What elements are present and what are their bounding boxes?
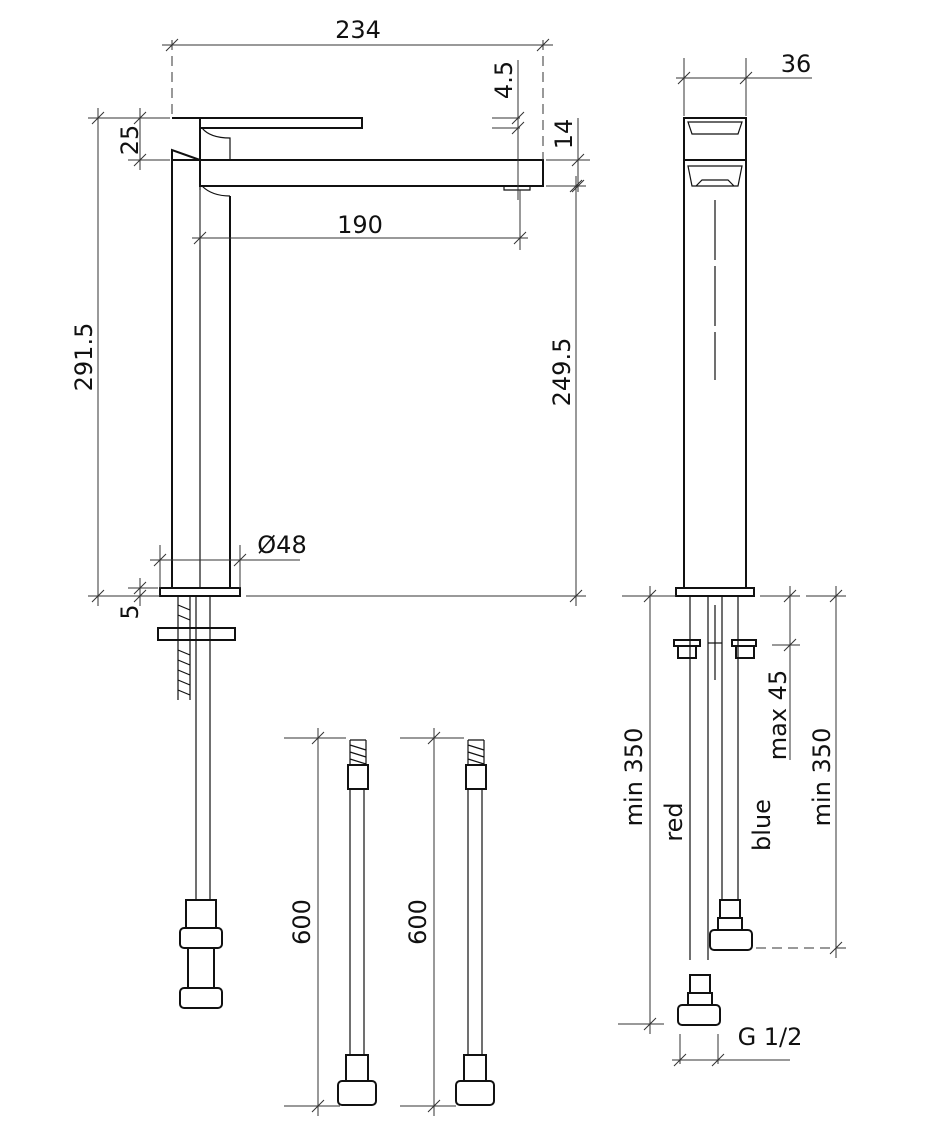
- threaded-rod: [177, 596, 191, 700]
- aerator: [503, 186, 531, 191]
- dim-thread: G 1/2: [738, 1023, 803, 1051]
- dim-spout-height: 249.5: [548, 338, 576, 407]
- side-lever: [687, 121, 743, 135]
- label-red: red: [660, 802, 688, 841]
- side-handle: [683, 117, 747, 161]
- handle-block: [171, 117, 201, 161]
- dim-handle-height: 25: [116, 125, 144, 156]
- side-spout: [687, 165, 743, 187]
- hose-2: 600: [400, 728, 495, 1116]
- lever: [199, 117, 363, 129]
- dim-body-width: 36: [781, 50, 812, 78]
- dim-overall-height: 291.5: [70, 323, 98, 392]
- hose-fittings: [179, 899, 223, 1009]
- dim-max-45: max 45: [764, 670, 792, 760]
- front-view: [157, 117, 544, 1009]
- dim-red-hose-min: min 350: [620, 728, 648, 827]
- side-dimensions: 36 min 350 red blue max 45 min 350 G 1/2: [618, 50, 852, 1067]
- lever-joint: [201, 127, 231, 160]
- dim-spout-reach: 190: [337, 211, 383, 239]
- dim-overall-width: 234: [335, 16, 381, 44]
- dim-aerator-offset: 4.5: [490, 61, 518, 99]
- spout: [172, 159, 544, 187]
- column: [171, 160, 231, 588]
- side-base: [675, 587, 755, 597]
- blue-fitting: [709, 899, 753, 951]
- side-hoses: [689, 596, 739, 960]
- label-blue: blue: [748, 799, 776, 851]
- hose: [195, 596, 211, 900]
- base-plate: [159, 587, 241, 597]
- hose-1: 600: [284, 728, 377, 1116]
- dim-base-diameter: Ø48: [257, 531, 306, 559]
- front-dimensions: 234 291.5 25 190 249.5 4.5 14 Ø48 5: [70, 16, 590, 620]
- dim-base-thickness: 5: [116, 604, 144, 619]
- dim-hose-1-length: 600: [288, 899, 316, 945]
- dim-spout-thickness: 14: [550, 119, 578, 150]
- spout-joint: [201, 185, 231, 197]
- side-mounting: [673, 639, 757, 659]
- side-view: [673, 117, 757, 1026]
- dim-blue-hose-min: min 350: [808, 728, 836, 827]
- side-column: [683, 160, 747, 588]
- dim-hose-2-length: 600: [404, 899, 432, 945]
- red-fitting: [677, 974, 721, 1026]
